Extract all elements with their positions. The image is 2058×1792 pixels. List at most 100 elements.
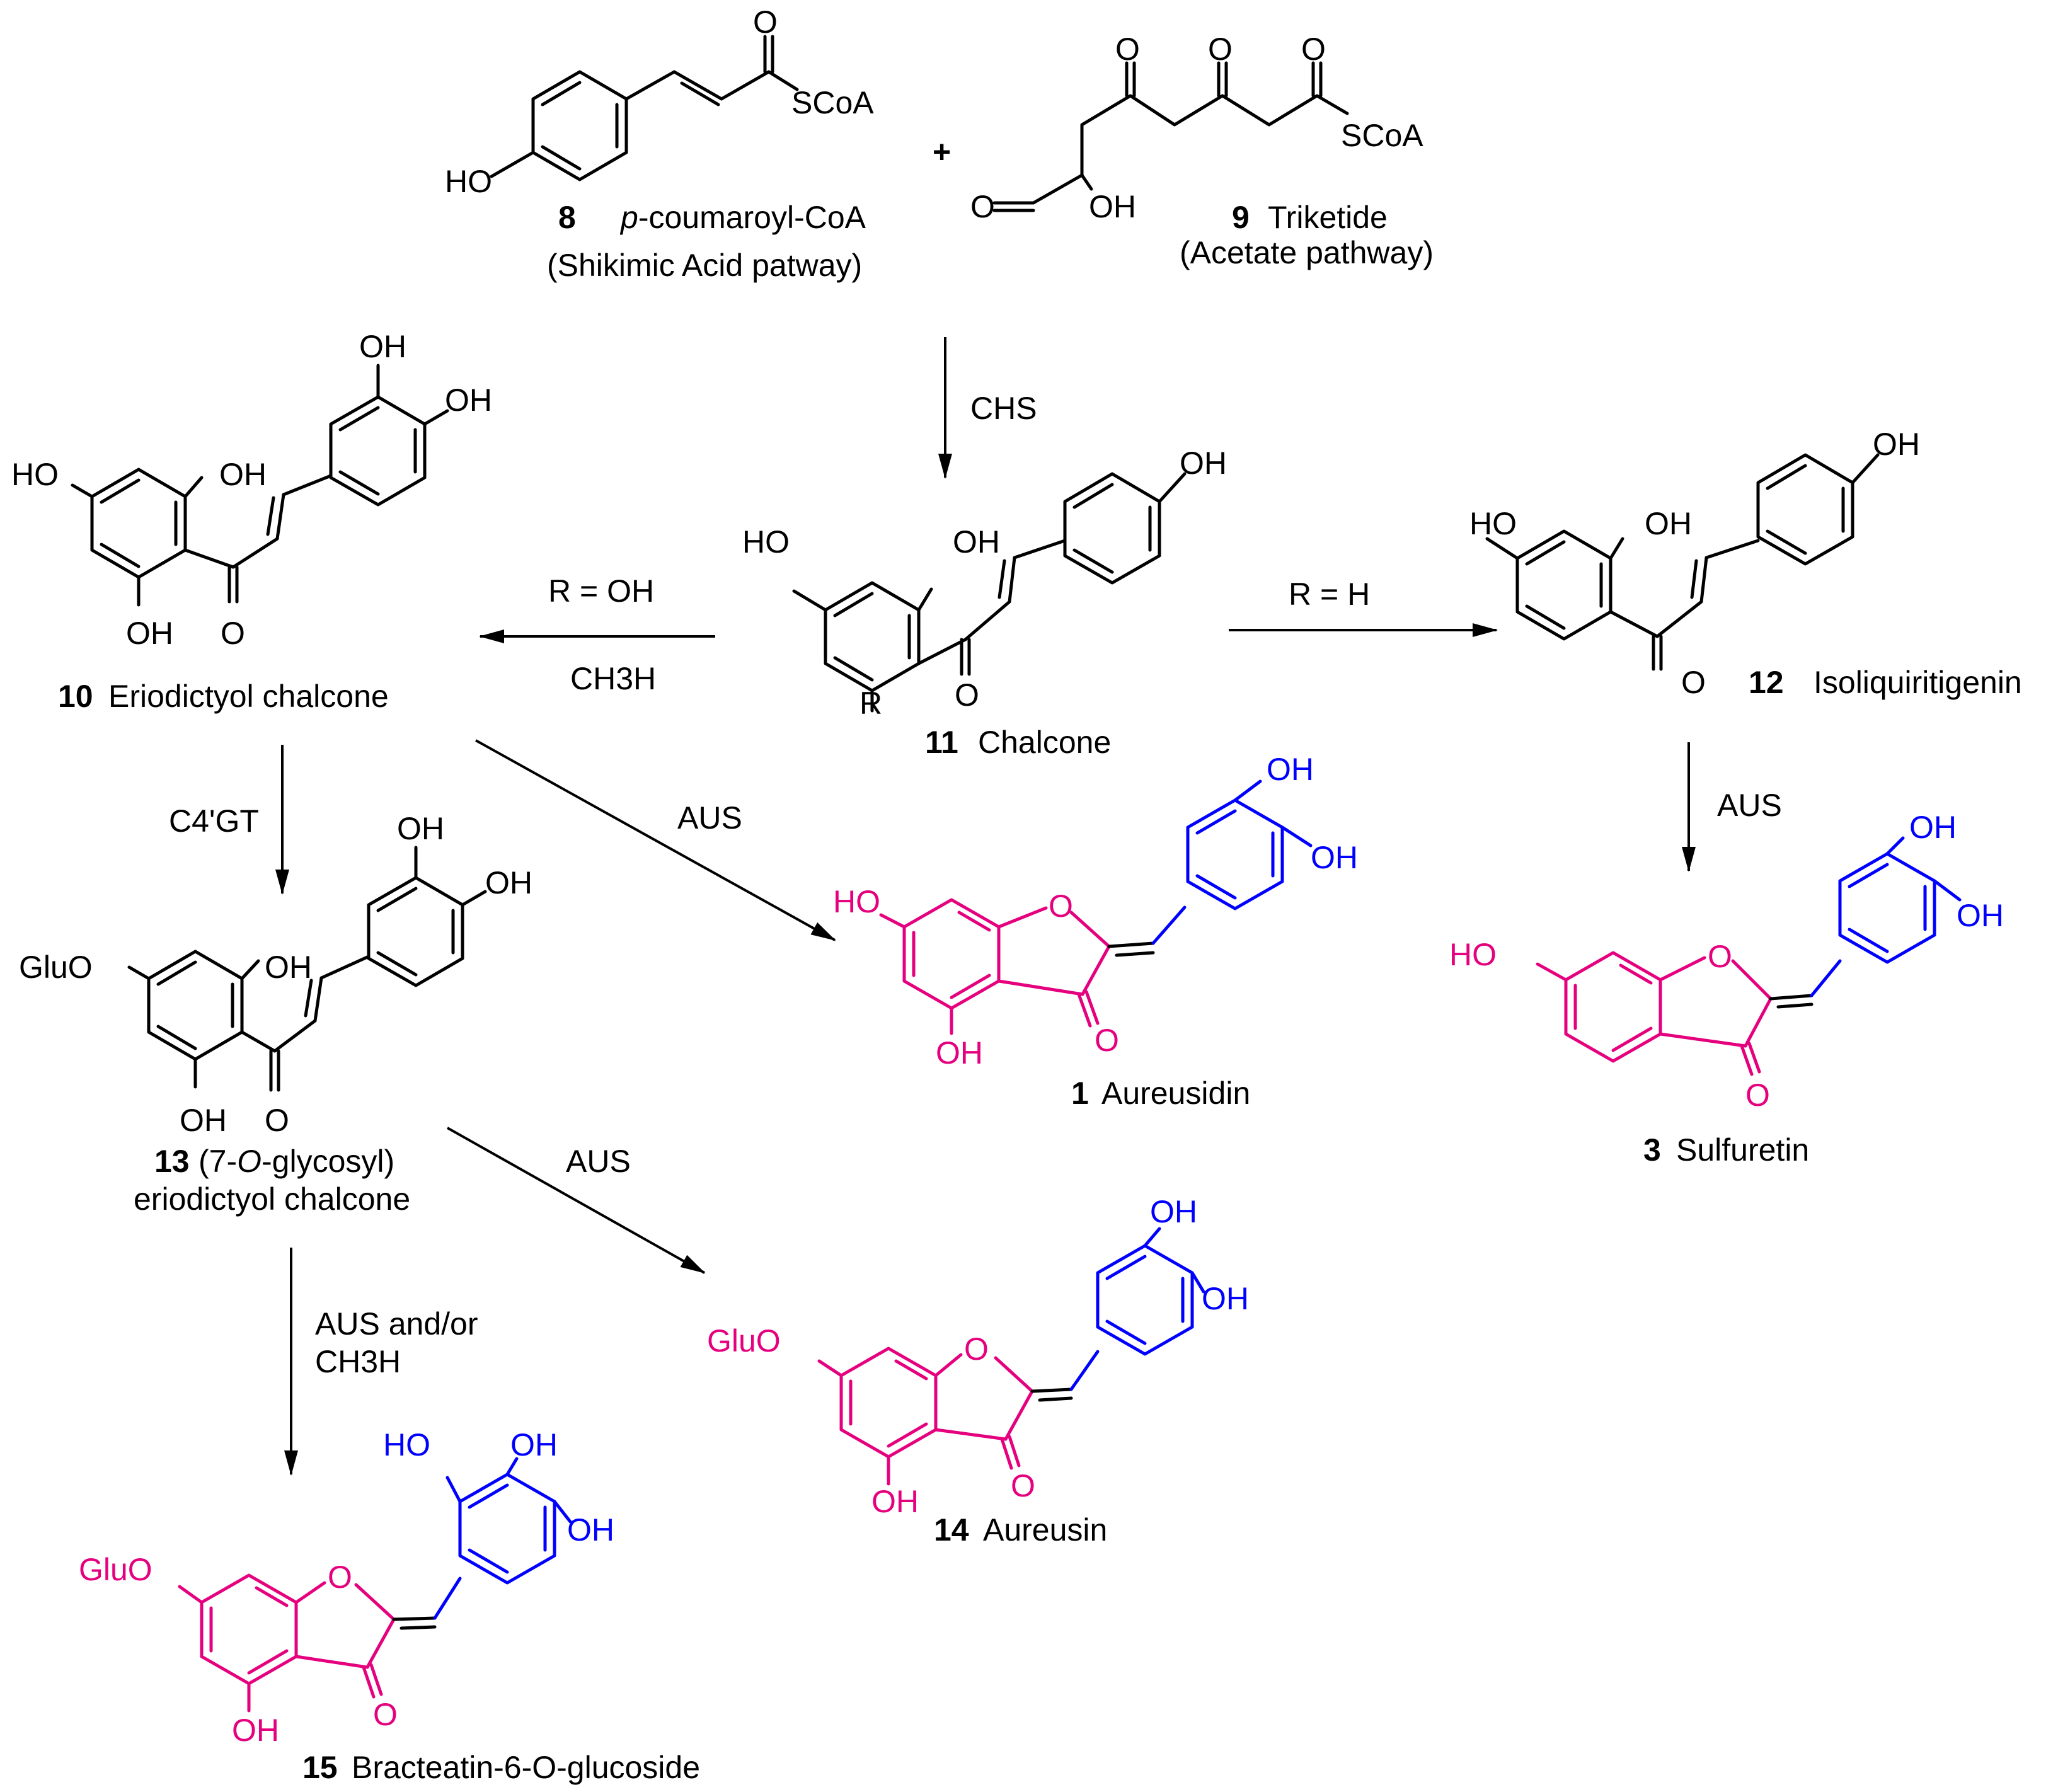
arrow-aus-to-1 <box>475 739 836 941</box>
compound-13-structure: GluO OH OH O OH OH <box>19 811 532 1138</box>
atom-ho: HO <box>383 1427 430 1462</box>
compound-3-name: Sulfuretin <box>1676 1132 1809 1168</box>
compound-11-number: 11 <box>925 725 958 760</box>
atom-o: O <box>1049 888 1073 924</box>
atom-o: O <box>1011 1468 1035 1503</box>
compound-15-name: Bracteatin-6-O-glucoside <box>352 1750 700 1785</box>
atom-o: O <box>373 1697 398 1732</box>
compound-12-name: Isoliquiritigenin <box>1814 665 2022 700</box>
arrow-label-r-oh: R = OH <box>548 573 654 609</box>
atom-o: O <box>970 189 995 224</box>
atom-oh: OH <box>232 1713 279 1748</box>
arrow-label-to15-line2: CH3H <box>315 1344 401 1379</box>
atom-gluo: GluO <box>79 1552 152 1587</box>
atom-oh: OH <box>1180 445 1227 481</box>
atom-o: O <box>221 616 245 651</box>
atom-oh: OH <box>1202 1281 1249 1316</box>
atom-o: O <box>964 1331 989 1367</box>
atom-o: O <box>753 4 778 40</box>
compound-15-number: 15 <box>302 1750 338 1785</box>
atom-gluo: GluO <box>19 950 93 985</box>
compound-10-structure: HO OH OH O OH OH <box>11 329 492 651</box>
compound-10-number: 10 <box>58 679 93 714</box>
compound-8-number: 8 <box>558 200 576 235</box>
atom-oh: OH <box>1957 898 2004 933</box>
arrow-aus-to-14 <box>447 1127 706 1274</box>
atom-oh: OH <box>1873 427 1920 462</box>
atom-oh: OH <box>871 1484 919 1519</box>
arrow-label-aus-1: AUS <box>677 800 742 836</box>
atom-ho: HO <box>445 164 492 199</box>
compound-11-structure: HO OH OH O R <box>742 445 1227 721</box>
compound-11-name: Chalcone <box>978 725 1111 760</box>
atom-oh: OH <box>485 865 532 900</box>
compound-3-number: 3 <box>1643 1132 1661 1168</box>
compound-10-name: Eriodictyol chalcone <box>108 679 389 714</box>
compound-8-name: p-coumaroyl-CoA <box>619 200 866 235</box>
atom-oh: OH <box>1311 840 1358 875</box>
atom-oh: OH <box>219 457 267 492</box>
compound-1-number: 1 <box>1071 1076 1089 1111</box>
atom-scoa: SCoA <box>1341 118 1423 153</box>
compound-12-number: 12 <box>1749 665 1784 700</box>
compound-14-structure: GluO O OH O OH OH <box>707 1194 1249 1519</box>
atom-r: R <box>859 686 882 721</box>
plus-sign: + <box>933 134 951 169</box>
atom-ho: HO <box>1469 506 1517 541</box>
atom-o: O <box>1681 665 1706 700</box>
atom-oh: OH <box>359 329 406 364</box>
compound-9-number: 9 <box>1232 200 1250 235</box>
atom-oh: OH <box>510 1427 558 1462</box>
arrow-label-aus-14: AUS <box>566 1144 631 1179</box>
compound-3-structure: HO O O OH OH <box>1449 810 2004 1113</box>
atom-o: O <box>1745 1077 1770 1113</box>
compound-8-pathway: (Shikimic Acid patway) <box>547 248 862 283</box>
arrow-label-aus-3: AUS <box>1717 788 1782 823</box>
compound-15-structure: HO OH OH GluO O OH O <box>79 1427 614 1748</box>
arrow-label-r-h: R = H <box>1289 577 1370 612</box>
compound-14-number: 14 <box>934 1512 969 1548</box>
arrow-label-c4gt: C4'GT <box>169 803 259 839</box>
compound-9-structure: O O O SCoA O OH <box>970 32 1423 224</box>
atom-ho: HO <box>833 884 880 919</box>
atom-o: O <box>328 1559 352 1595</box>
atom-o: O <box>1208 32 1233 67</box>
arrow-label-chs: CHS <box>970 391 1037 426</box>
compound-8-structure: O SCoA HO <box>445 4 874 199</box>
atom-o: O <box>1301 32 1326 67</box>
atom-oh: OH <box>265 950 312 985</box>
atom-ho: HO <box>11 457 59 492</box>
compound-1-name: Aureusidin <box>1101 1076 1250 1111</box>
atom-o: O <box>1708 939 1732 974</box>
arrow-label-ch3h: CH3H <box>570 661 656 696</box>
atom-oh: OH <box>1645 506 1692 541</box>
atom-oh: OH <box>1089 189 1136 224</box>
compound-12-structure: HO OH OH O <box>1469 427 1920 700</box>
atom-oh: OH <box>397 811 444 846</box>
atom-oh: OH <box>1267 752 1314 787</box>
atom-gluo: GluO <box>707 1323 781 1358</box>
compound-13-number: 13 <box>154 1144 190 1179</box>
atom-oh: OH <box>1150 1194 1197 1229</box>
atom-o: O <box>265 1103 289 1138</box>
atom-oh: OH <box>567 1512 614 1548</box>
compound-14-name: Aureusin <box>983 1512 1107 1548</box>
atom-o: O <box>955 677 979 713</box>
atom-scoa: SCoA <box>791 85 874 120</box>
compound-9-pathway: (Acetate pathway) <box>1180 235 1434 270</box>
atom-oh: OH <box>1909 810 1957 845</box>
atom-oh: OH <box>953 524 1000 560</box>
atom-oh: OH <box>180 1103 227 1138</box>
compound-1-structure: HO O OH O OH OH <box>833 752 1358 1071</box>
arrow-label-to15-line1: AUS and/or <box>315 1306 478 1341</box>
atom-ho: HO <box>1449 937 1497 972</box>
atom-oh: OH <box>445 382 492 418</box>
atom-oh: OH <box>936 1035 983 1071</box>
atom-o: O <box>1115 32 1140 67</box>
atom-ho: HO <box>742 524 790 560</box>
compound-9-name: Triketide <box>1268 200 1388 235</box>
atom-o: O <box>1095 1023 1119 1058</box>
compound-13-name: (7-O-glycosyl) <box>198 1144 394 1179</box>
atom-oh: OH <box>126 616 173 651</box>
